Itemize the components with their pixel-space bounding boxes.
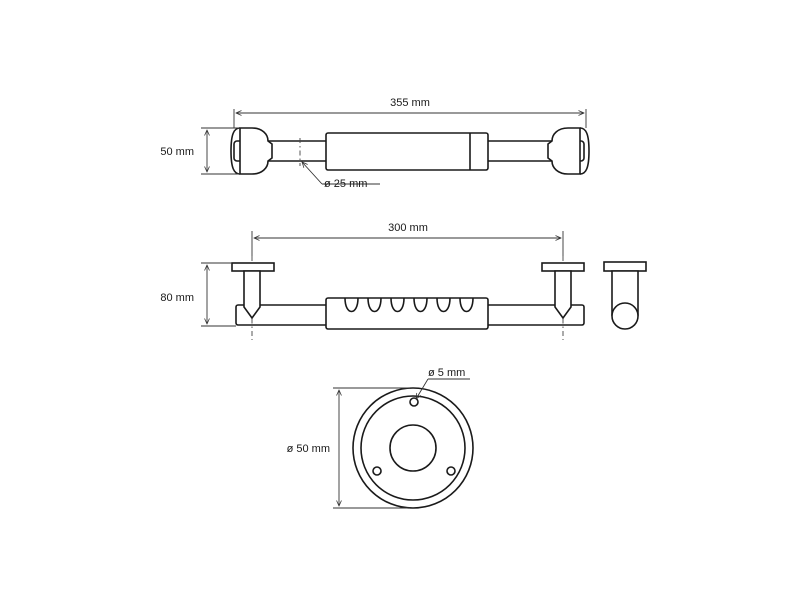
front-right-post: [554, 270, 572, 320]
flange-screw-hole-right: [446, 466, 456, 476]
dim-length-355: 355 mm: [390, 97, 430, 109]
flange-screw-hole-left: [372, 466, 382, 476]
flange-screw-hole-top: [409, 397, 419, 407]
dim-height-80: 80 mm: [160, 292, 194, 304]
front-grip: [325, 297, 489, 330]
dim-hole-5: ø 5 mm: [428, 367, 465, 379]
front-left-flange: [231, 262, 275, 272]
top-grip: [325, 132, 489, 171]
side-flange: [603, 261, 647, 272]
dim-length-300: 300 mm: [388, 222, 428, 234]
dim-diameter-50: ø 50 mm: [287, 443, 330, 455]
grip-scallops: [344, 297, 474, 313]
side-rod-section: [611, 302, 639, 330]
front-view: 300 mm 80 mm: [160, 222, 585, 340]
side-view: [603, 261, 647, 330]
flange-view: ø 5 mm ø 50 mm: [287, 367, 474, 509]
dim-diameter-25: ø 25 mm: [324, 178, 367, 190]
front-left-post: [243, 270, 261, 320]
flange-outer: [352, 387, 474, 509]
top-left-mount: [239, 127, 273, 175]
dim-height-50: 50 mm: [160, 146, 194, 158]
flange-center-hole: [389, 424, 437, 472]
front-right-flange: [541, 262, 585, 272]
top-view: 355 mm 50 mm ø 25 mm: [160, 97, 590, 190]
flange-inner-ring: [360, 395, 466, 501]
top-right-mount: [547, 127, 581, 175]
